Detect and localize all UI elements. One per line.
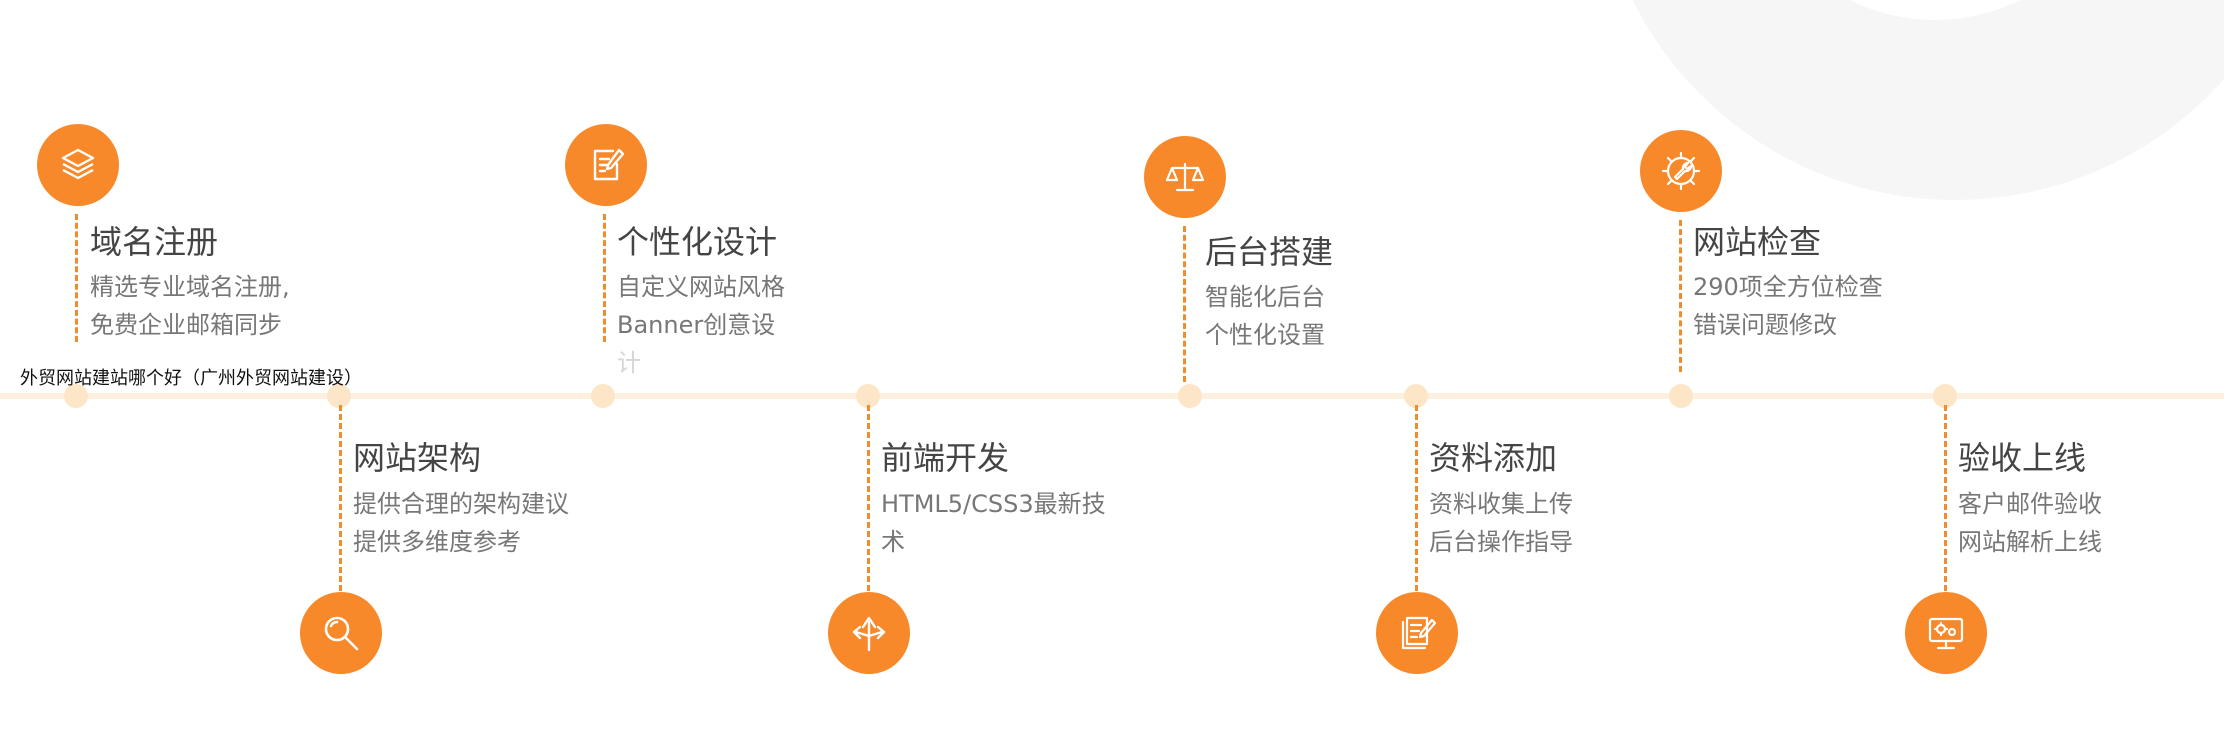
magnifier-icon — [324, 616, 359, 651]
step-4-desc-line: HTML5/CSS3最新技 — [881, 490, 1106, 518]
step-4-icon-circle — [828, 592, 910, 674]
step-1-desc-line: 精选专业域名注册, — [90, 273, 290, 301]
step-4-title: 前端开发 — [881, 439, 1010, 477]
timeline-dot — [327, 384, 351, 408]
step-1-title: 域名注册 — [90, 223, 219, 261]
step-5-desc-line: 个性化设置 — [1205, 321, 1325, 349]
step-6-icon-circle — [1376, 592, 1458, 674]
step-6-title: 资料添加 — [1429, 439, 1558, 477]
step-3-desc-line: 计 — [617, 349, 641, 377]
step-3-desc-line: 自定义网站风格 — [617, 273, 785, 301]
step-2-title: 网站架构 — [353, 439, 482, 477]
step-7-desc-line: 错误问题修改 — [1693, 311, 1837, 339]
step-6-desc-line: 后台操作指导 — [1429, 528, 1573, 556]
step-2-desc: 提供合理的架构建议 提供多维度参考 — [353, 485, 569, 561]
timeline-line — [0, 393, 2224, 399]
step-3-desc-line: Banner创意设 — [617, 311, 776, 339]
step-8-title: 验收上线 — [1958, 439, 2087, 477]
step-5-icon-circle — [1144, 136, 1226, 218]
timeline-dot — [1933, 384, 1957, 408]
step-2-connector — [339, 405, 342, 591]
layers-icon — [61, 148, 95, 180]
step-6-desc: 资料收集上传 后台操作指导 — [1429, 485, 1573, 561]
step-5-connector — [1183, 226, 1186, 382]
step-2-icon-circle — [300, 592, 382, 674]
step-7-icon-circle — [1640, 130, 1722, 212]
timeline-dot — [591, 384, 615, 408]
step-3-title: 个性化设计 — [617, 223, 778, 261]
step-4-desc-line: 术 — [881, 528, 905, 556]
step-3-connector — [603, 214, 606, 342]
step-8-desc: 客户邮件验收 网站解析上线 — [1958, 485, 2102, 561]
timeline-dot — [1178, 384, 1202, 408]
document-pen-icon — [1401, 616, 1437, 650]
step-5-title: 后台搭建 — [1205, 233, 1334, 271]
step-6-desc-line: 资料收集上传 — [1429, 490, 1573, 518]
timeline-dot — [856, 384, 880, 408]
wrench-gear-icon — [1661, 151, 1701, 191]
step-4-desc: HTML5/CSS3最新技 术 — [881, 485, 1106, 561]
step-3-desc: 自定义网站风格 Banner创意设 计 — [617, 268, 785, 382]
step-1-desc-line: 免费企业邮箱同步 — [90, 311, 282, 339]
step-4-connector — [867, 405, 870, 591]
balance-scale-icon — [1165, 162, 1205, 192]
step-8-connector — [1944, 405, 1947, 591]
edit-document-icon — [593, 148, 625, 181]
step-8-icon-circle — [1905, 592, 1987, 674]
step-6-connector — [1415, 405, 1418, 591]
step-2-desc-line: 提供合理的架构建议 — [353, 490, 569, 518]
monitor-gears-icon — [1928, 617, 1964, 650]
step-8-desc-line: 网站解析上线 — [1958, 528, 2102, 556]
step-3-icon-circle — [565, 124, 647, 206]
step-5-desc: 智能化后台 个性化设置 — [1205, 278, 1325, 354]
step-1-icon-circle — [37, 124, 119, 206]
step-7-title: 网站检查 — [1693, 223, 1822, 261]
step-5-desc-line: 智能化后台 — [1205, 283, 1325, 311]
step-1-connector — [75, 214, 78, 342]
timeline-dot — [1669, 384, 1693, 408]
step-1-desc: 精选专业域名注册, 免费企业邮箱同步 — [90, 268, 290, 344]
timeline-dot — [64, 384, 88, 408]
timeline-dot — [1404, 384, 1428, 408]
step-8-desc-line: 客户邮件验收 — [1958, 490, 2102, 518]
step-7-desc-line: 290项全方位检查 — [1693, 273, 1883, 301]
step-2-desc-line: 提供多维度参考 — [353, 528, 521, 556]
direction-arrows-icon — [852, 616, 886, 652]
article-title: 外贸网站建站哪个好（广州外贸网站建设） — [20, 368, 362, 389]
step-7-desc: 290项全方位检查 错误问题修改 — [1693, 268, 1883, 344]
step-7-connector — [1679, 220, 1682, 372]
